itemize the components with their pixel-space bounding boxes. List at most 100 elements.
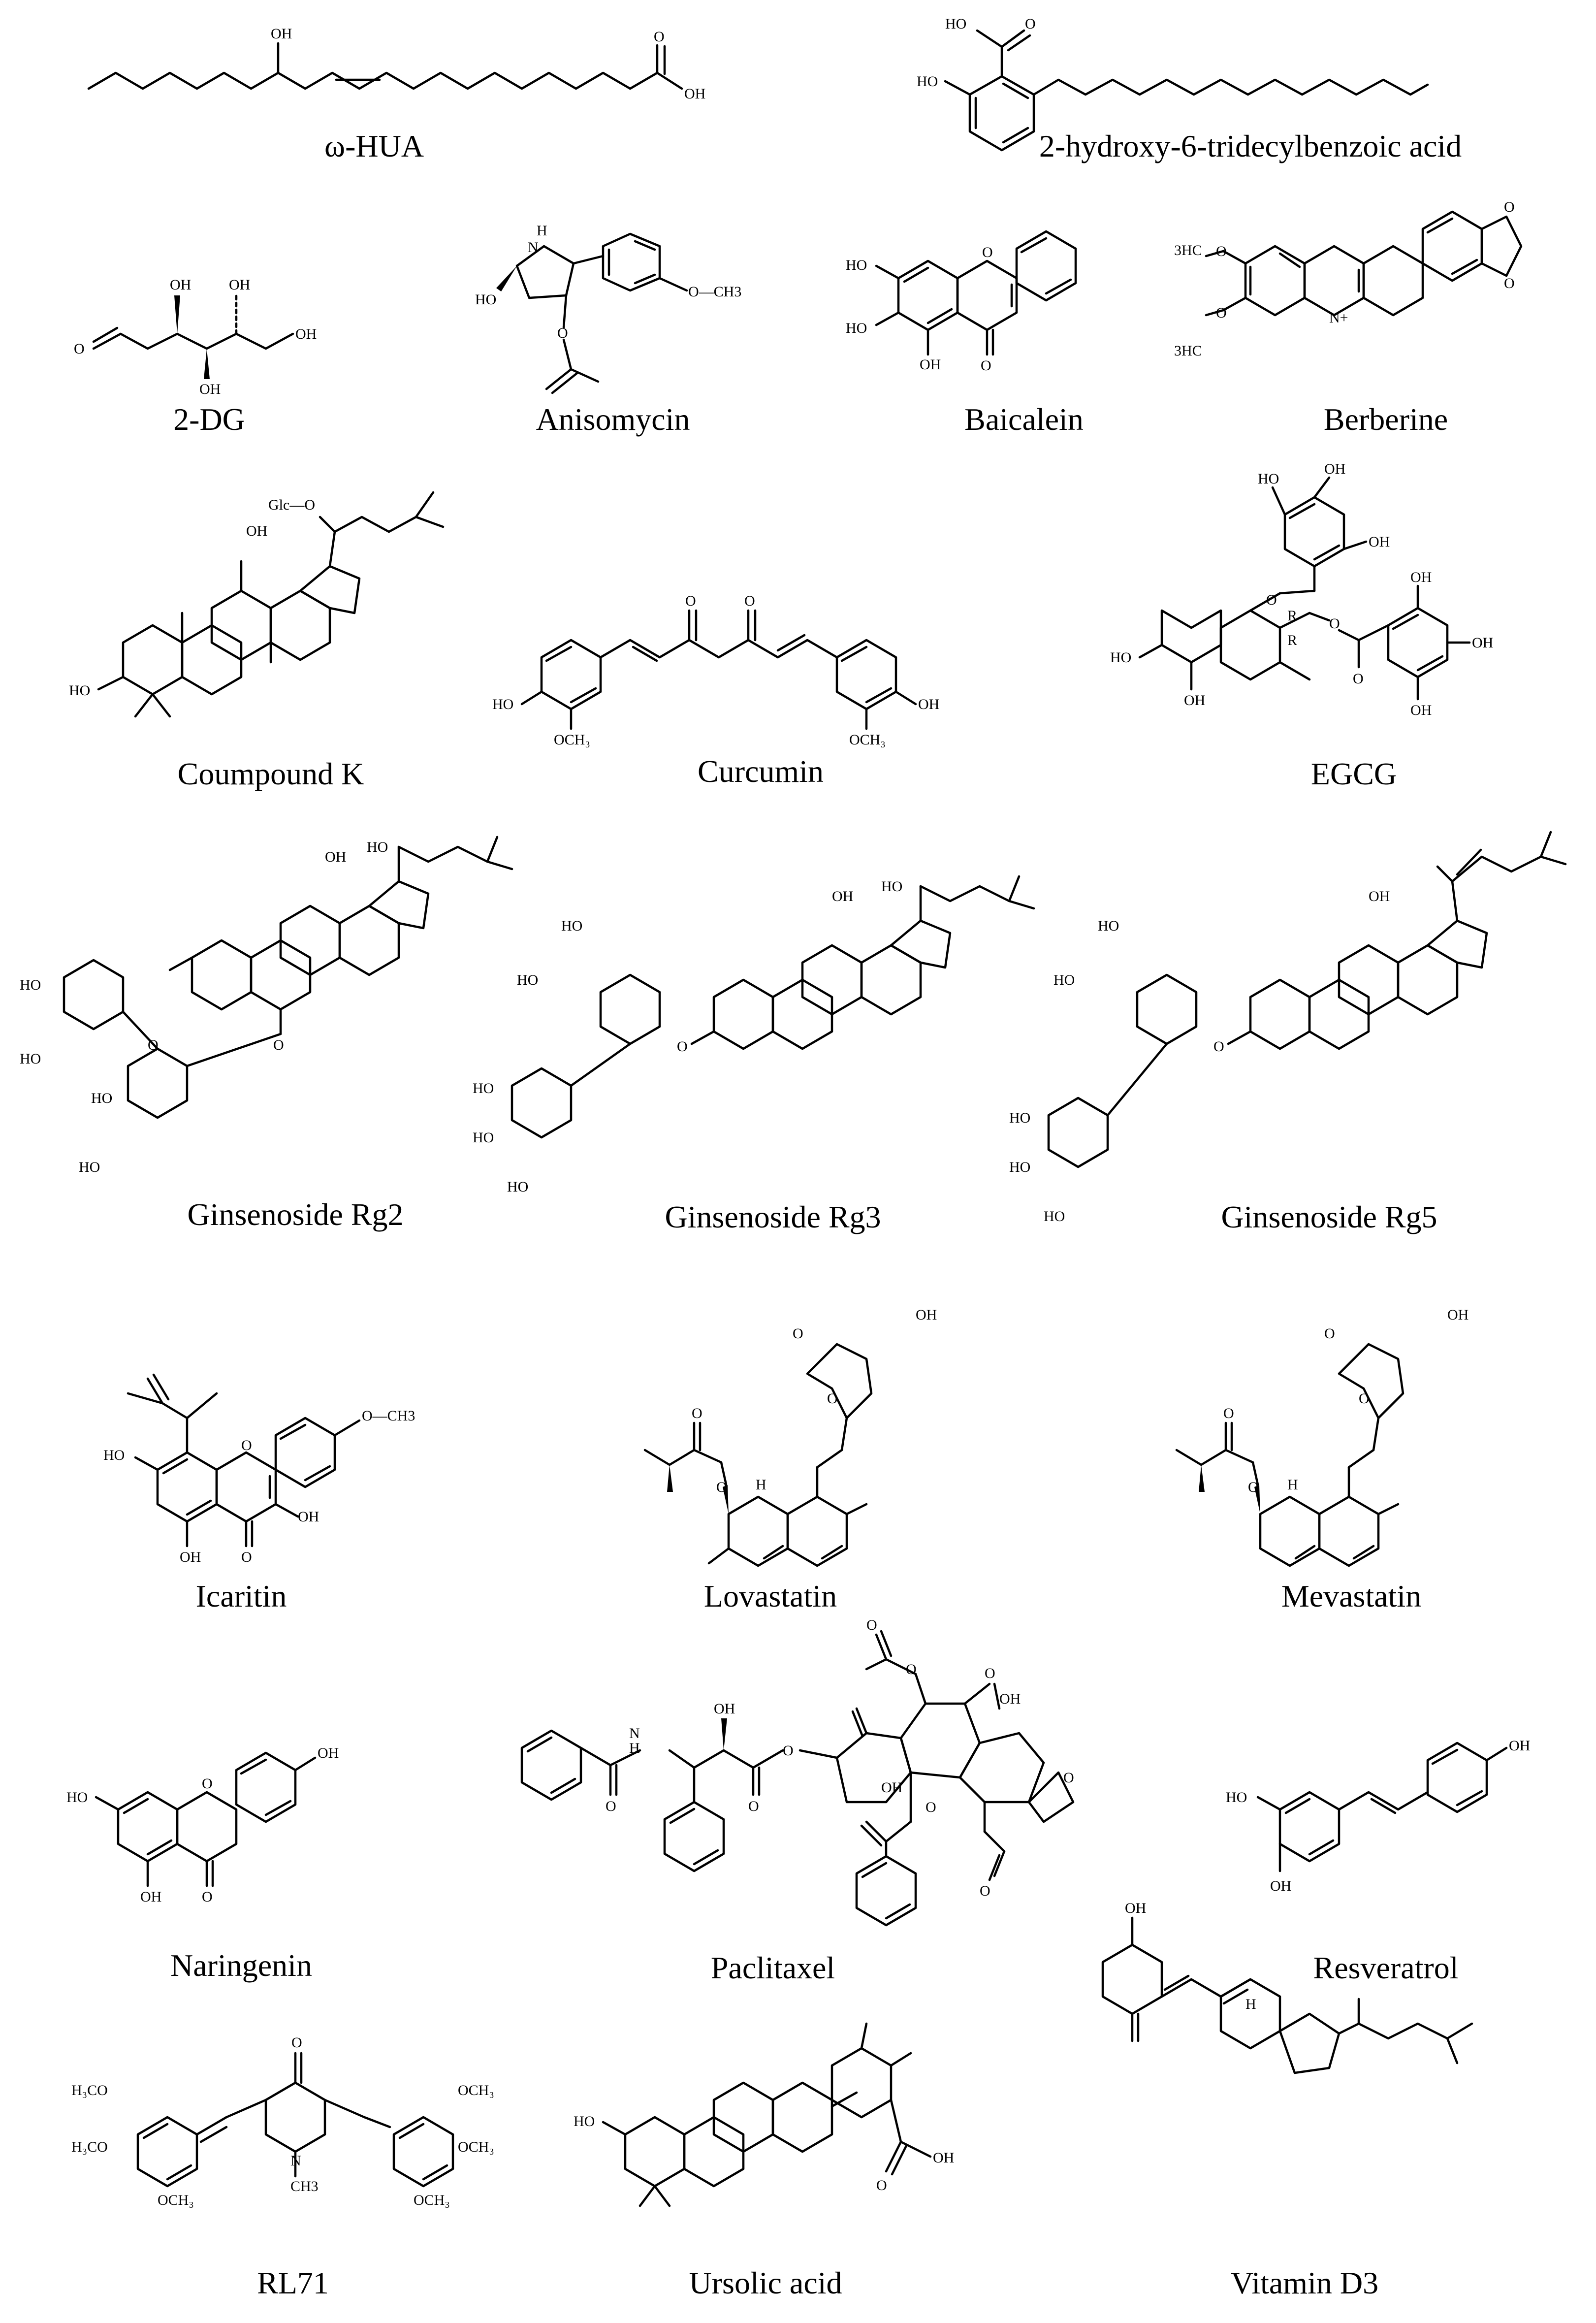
label-baicalein: Baicalein — [964, 402, 1084, 437]
label-resveratrol: Resveratrol — [1313, 1950, 1459, 1985]
label-icaritin: Icaritin — [195, 1579, 287, 1613]
structure-berberine: 3HC O 3HC O N+ O O — [1174, 199, 1523, 359]
atom-o: O — [202, 1775, 213, 1792]
atom-r: R — [1287, 632, 1297, 648]
atom-o: O — [677, 1038, 688, 1055]
atom-och3: OCH₃ — [849, 732, 886, 748]
atom-oh: OH — [1472, 635, 1493, 651]
atom-ho: HO — [507, 1179, 528, 1195]
atom-oh: OH — [1410, 702, 1432, 718]
atom-3hc: 3HC — [1174, 242, 1202, 258]
atom-oh: OH — [1509, 1738, 1530, 1754]
atom-oh: OH — [881, 1779, 902, 1796]
atom-ho: HO — [79, 1159, 100, 1175]
label-berberine: Berberine — [1323, 402, 1448, 437]
label-curcumin: Curcumin — [698, 754, 824, 789]
atom-h: H — [756, 1477, 766, 1493]
atom-o: O — [74, 341, 85, 357]
atom-glc: Glc—O — [268, 497, 315, 513]
atom-o: O — [1324, 1325, 1335, 1342]
label-rg3: Ginsenoside Rg3 — [665, 1199, 881, 1234]
atom-oh: OH — [1270, 1878, 1291, 1894]
atom-o: O — [926, 1799, 936, 1815]
atom-ho: HO — [69, 682, 90, 699]
label-egcg: EGCG — [1310, 756, 1397, 791]
atom-ho: HO — [917, 73, 938, 90]
structure-whua: OH O OH — [87, 26, 705, 102]
atom-o: O — [1213, 1038, 1224, 1055]
atom-o: O — [1025, 16, 1036, 32]
atom-o: O — [716, 1479, 727, 1495]
atom-oh: OH — [933, 2150, 954, 2166]
atom-o: O — [654, 29, 665, 45]
atom-o: O — [606, 1798, 616, 1814]
atom-ho: HO — [846, 320, 867, 336]
atom-ho: HO — [367, 839, 388, 855]
atom-o: O — [273, 1037, 284, 1053]
atom-ho: HO — [66, 1789, 88, 1806]
atom-och3: OCH₃ — [158, 2192, 194, 2208]
atom-r: R — [1287, 608, 1297, 624]
atom-h: H — [629, 1740, 640, 1756]
atom-o: O — [876, 2177, 887, 2194]
atom-o: O — [866, 1617, 877, 1633]
atom-o: O — [1248, 1479, 1259, 1495]
atom-o: O — [1266, 592, 1277, 608]
atom-oh: OH — [1369, 534, 1390, 550]
atom-ho: HO — [473, 1129, 494, 1146]
label-anisomycin: Anisomycin — [536, 402, 690, 437]
atom-ho: HO — [945, 16, 966, 32]
atom-ho: HO — [1009, 1159, 1030, 1175]
label-ursolic: Ursolic acid — [689, 2265, 842, 2300]
atom-o: O — [793, 1325, 803, 1342]
atom-o: O — [1329, 615, 1340, 632]
atom-ho: HO — [91, 1090, 112, 1106]
atom-oh: OH — [325, 849, 346, 865]
atom-oh: OH — [295, 326, 317, 342]
atom-o: O — [1359, 1390, 1370, 1407]
atom-oh: OH — [298, 1509, 319, 1525]
structure-2dg: O OH OH OH OH — [74, 277, 317, 397]
atom-o: O — [557, 325, 568, 341]
atom-och3: OCH₃ — [458, 2139, 494, 2155]
label-vitd3: Vitamin D3 — [1230, 2265, 1379, 2300]
structure-lovastatin: O O H O O OH — [643, 1307, 937, 1567]
structure-anisomycin: H N HO O O—CH3 — [475, 223, 741, 394]
structure-resveratrol: OH HO OH — [1226, 1738, 1530, 1894]
label-htba: 2-hydroxy-6-tridecylbenzoic acid — [1039, 129, 1462, 163]
structure-baicalein: O O HO HO OH — [846, 230, 1077, 374]
atom-oh: OH — [920, 356, 941, 373]
atom-oh: OH — [714, 1701, 735, 1717]
structure-rl71: O N CH3 H₃CO H₃CO OCH₃ OCH₃ OCH₃ OCH₃ — [71, 2034, 494, 2208]
atom-ho: HO — [475, 291, 496, 308]
atom-o: O — [1216, 243, 1227, 259]
atom-oh: OH — [916, 1307, 937, 1323]
label-paclitaxel: Paclitaxel — [710, 1950, 835, 1985]
atom-o: O — [202, 1889, 213, 1905]
atom-oh: OH — [1410, 569, 1432, 585]
label-2dg: 2-DG — [173, 402, 245, 437]
atom-oh: OH — [918, 696, 939, 712]
structure-curcumin: O O HO OCH₃ OH OCH₃ — [492, 593, 939, 748]
atom-o: O — [685, 593, 696, 609]
atom-och3: OCH₃ — [458, 2082, 494, 2098]
atom-ho: HO — [517, 972, 538, 988]
atom-h: H — [1245, 1996, 1256, 2012]
atom-3hc: 3HC — [1174, 343, 1202, 359]
atom-oh: OH — [199, 381, 221, 397]
atom-oh: OH — [1369, 888, 1390, 904]
atom-ho: HO — [1098, 918, 1119, 934]
label-ck: Coumpound K — [177, 756, 364, 791]
structure-rg2: OH HO O O HO HO HO HO — [20, 836, 513, 1175]
structure-naringenin: O OH HO O OH — [66, 1745, 339, 1905]
atom-o: O — [1504, 275, 1515, 291]
atom-n: N — [290, 2153, 301, 2169]
atom-ho: HO — [103, 1447, 125, 1463]
atom-ho: HO — [881, 878, 902, 895]
label-lovastatin: Lovastatin — [703, 1579, 837, 1613]
atom-oh: OH — [999, 1691, 1021, 1707]
structure-ursolic: HO OH O — [574, 2022, 954, 2207]
atom-oh: OH — [180, 1549, 201, 1565]
atom-ho: HO — [492, 696, 513, 712]
